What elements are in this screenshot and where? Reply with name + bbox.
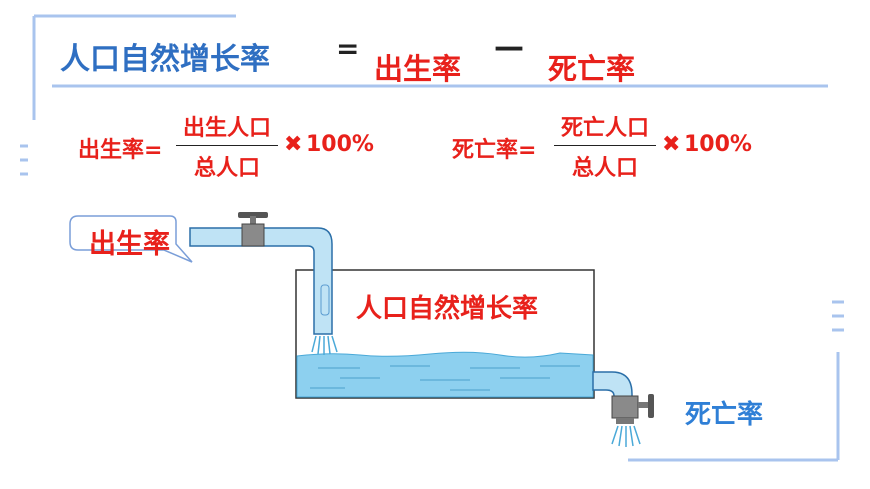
tank-water	[296, 351, 594, 398]
inflow-pipe-window	[320, 284, 330, 316]
birth-formula-factor: 100%	[306, 132, 374, 157]
death-formula-factor: 100%	[684, 132, 752, 157]
death-formula-numerator: 死亡人口	[560, 116, 649, 141]
frame-dashes-left	[20, 144, 28, 176]
death-formula-denominator: 总人口	[571, 156, 638, 181]
equals-sign: =	[336, 32, 360, 65]
speech-bubble	[69, 215, 193, 263]
inflow-splash-icon	[311, 335, 338, 355]
page-title: 人口自然增长率	[60, 42, 270, 77]
water-tank	[295, 269, 595, 399]
birth-formula-times-icon: ✖	[284, 132, 303, 157]
minus-sign: —	[494, 30, 524, 65]
faucet-icon	[238, 212, 268, 247]
death-formula-label: 死亡率=	[452, 138, 537, 163]
birth-rate-term: 出生率	[374, 52, 462, 86]
birth-formula-denominator: 总人口	[193, 156, 260, 181]
drain-faucet-icon	[611, 394, 654, 424]
water-ripples	[310, 365, 580, 391]
death-rate-term: 死亡率	[548, 52, 636, 86]
death-formula-times-icon: ✖	[662, 132, 681, 157]
birth-formula-label: 出生率=	[78, 138, 163, 163]
inflow-pipe	[189, 227, 333, 335]
inflow-label: 出生率	[89, 229, 170, 260]
birth-formula-fraction-line	[176, 145, 278, 146]
outflow-splash-icon	[611, 425, 641, 447]
tank-label: 人口自然增长率	[356, 294, 539, 324]
frame-dashes-right	[832, 300, 844, 332]
birth-formula-numerator: 出生人口	[182, 116, 271, 141]
death-formula-fraction-line	[554, 145, 656, 146]
outflow-label: 死亡率	[685, 400, 764, 430]
